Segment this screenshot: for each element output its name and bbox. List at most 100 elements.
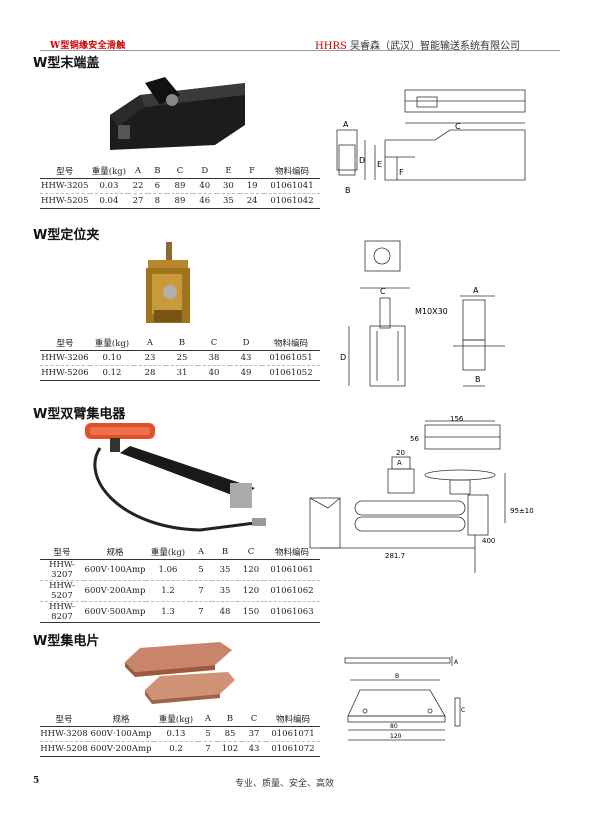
page-number: 5	[33, 776, 40, 786]
table-cell: 0.12	[90, 365, 134, 381]
section-title-collector-shoe: W型集电片	[33, 634, 100, 649]
brand-name: HHRS	[315, 41, 347, 52]
table-cell: 01061042	[263, 193, 320, 209]
col-header: 重量(kg)	[90, 335, 134, 351]
table-cell: 28	[134, 365, 166, 381]
table-cell: 25	[166, 350, 198, 366]
col-header: D	[192, 163, 217, 179]
positioning-clamp-drawing: C M10X30 D A B	[340, 240, 505, 387]
collector-label-56: 56	[410, 435, 419, 443]
table-cell: 35	[212, 580, 238, 602]
col-header: B	[212, 544, 238, 560]
table-cell: 01061063	[264, 601, 320, 623]
table-header-row: 型号 重量(kg) A B C D E F 物料编码	[40, 163, 320, 179]
col-header: A	[134, 335, 166, 351]
table-cell: 01061062	[264, 580, 320, 602]
table-cell: 1.06	[146, 559, 190, 581]
end-cap-label-d: D	[359, 156, 365, 165]
table-cell: 0.04	[89, 193, 129, 209]
col-header: C	[238, 544, 264, 560]
table-cell: 120	[238, 559, 264, 581]
table-cell: 85	[218, 726, 242, 742]
table-cell: HHW-3207	[40, 559, 84, 581]
table-cell: 35	[212, 559, 238, 581]
table-cell: 01061061	[264, 559, 320, 581]
table-row: HHW-5207 600V·200Amp 1.2 7 35 120 010610…	[40, 580, 320, 602]
table-cell: 8	[147, 193, 168, 209]
col-header: 规格	[84, 544, 146, 560]
table-cell: 43	[242, 741, 266, 757]
col-header: 规格	[88, 711, 154, 727]
col-header: B	[166, 335, 198, 351]
col-header: 重量(kg)	[146, 544, 190, 560]
shoe-label-120: 120	[390, 733, 402, 740]
col-header: B	[147, 163, 168, 179]
col-header: 型号	[40, 711, 88, 727]
table-cell: 1.2	[146, 580, 190, 602]
table-cell: 150	[238, 601, 264, 623]
table-cell: HHW-3206	[40, 350, 90, 366]
table-cell: 0.13	[154, 726, 198, 742]
clamp-label-c: C	[380, 287, 386, 296]
table-header-row: 型号 规格 重量(kg) A B C 物料编码	[40, 711, 320, 727]
table-cell: 24	[240, 193, 264, 209]
table-cell: 40	[192, 178, 217, 194]
table-row: HHW-5206 0.12 28 31 40 49 01061052	[40, 365, 320, 381]
double-arm-collector-spec-table: 型号 规格 重量(kg) A B C 物料编码 HHW-3207 600V·10…	[40, 544, 320, 623]
table-cell: 23	[134, 350, 166, 366]
table-cell: 120	[238, 580, 264, 602]
table-cell: 40	[198, 365, 230, 381]
collector-label-95: 95±10	[510, 507, 534, 515]
table-cell: 01061052	[262, 365, 320, 381]
col-header: 重量(kg)	[154, 711, 198, 727]
clamp-label-m10: M10X30	[415, 307, 448, 316]
header-company: HHRS 吴睿森（武汉）智能输送系统有限公司	[315, 37, 520, 52]
table-cell: 01061071	[266, 726, 320, 742]
end-cap-label-e: E	[377, 160, 382, 169]
collector-shoe-drawing: A B C 80 120	[344, 656, 465, 741]
col-header: 物料编码	[262, 335, 320, 351]
table-header-row: 型号 重量(kg) A B C D 物料编码	[40, 335, 320, 351]
table-cell: HHW-8207	[40, 601, 84, 623]
col-header: C	[198, 335, 230, 351]
table-cell: 6	[147, 178, 168, 194]
table-cell: 38	[198, 350, 230, 366]
col-header: B	[218, 711, 242, 727]
section-title-positioning-clamp: W型定位夹	[33, 228, 100, 243]
table-cell: 89	[167, 193, 193, 209]
table-row: HHW-5205 0.04 27 8 89 46 35 24 01061042	[40, 193, 320, 209]
col-header: A	[190, 544, 212, 560]
end-cap-label-b: B	[345, 186, 351, 195]
table-cell: 7	[190, 601, 212, 623]
table-row: HHW-3205 0.03 22 6 89 40 30 19 01061041	[40, 178, 320, 194]
table-row: HHW-8207 600V·500Amp 1.3 7 48 150 010610…	[40, 601, 320, 623]
col-header: A	[198, 711, 218, 727]
collector-shoe-spec-table: 型号 规格 重量(kg) A B C 物料编码 HHW-3208 600V·10…	[40, 711, 320, 757]
table-cell: 37	[242, 726, 266, 742]
col-header: C	[242, 711, 266, 727]
shoe-label-b: B	[395, 673, 399, 680]
end-cap-spec-table: 型号 重量(kg) A B C D E F 物料编码 HHW-3205 0.03…	[40, 163, 320, 209]
table-cell: 89	[167, 178, 193, 194]
table-cell: 01061041	[263, 178, 320, 194]
table-cell: 19	[240, 178, 264, 194]
table-cell: 7	[198, 741, 218, 757]
col-header: C	[167, 163, 193, 179]
col-header: 型号	[40, 335, 90, 351]
collector-label-281: 281.7	[385, 552, 405, 560]
table-cell: 600V·500Amp	[84, 601, 146, 623]
col-header: 型号	[40, 163, 90, 179]
table-row: HHW-3208 600V·100Amp 0.13 5 85 37 010610…	[40, 726, 320, 742]
table-cell: 1.3	[146, 601, 190, 623]
table-cell: 30	[216, 178, 241, 194]
table-row: HHW-3207 600V·100Amp 1.06 5 35 120 01061…	[40, 559, 320, 581]
end-cap-drawing: A B C D E F	[336, 89, 526, 195]
header-left-title: W型铜缘安全滑触	[50, 41, 126, 51]
end-cap-label-a: A	[343, 120, 349, 129]
table-header-row: 型号 规格 重量(kg) A B C 物料编码	[40, 544, 320, 560]
table-cell: 31	[166, 365, 198, 381]
end-cap-photo	[110, 77, 245, 150]
table-cell: 48	[212, 601, 238, 623]
shoe-label-c: C	[461, 707, 465, 714]
table-row: HHW-5208 600V·200Amp 0.2 7 102 43 010610…	[40, 741, 320, 757]
